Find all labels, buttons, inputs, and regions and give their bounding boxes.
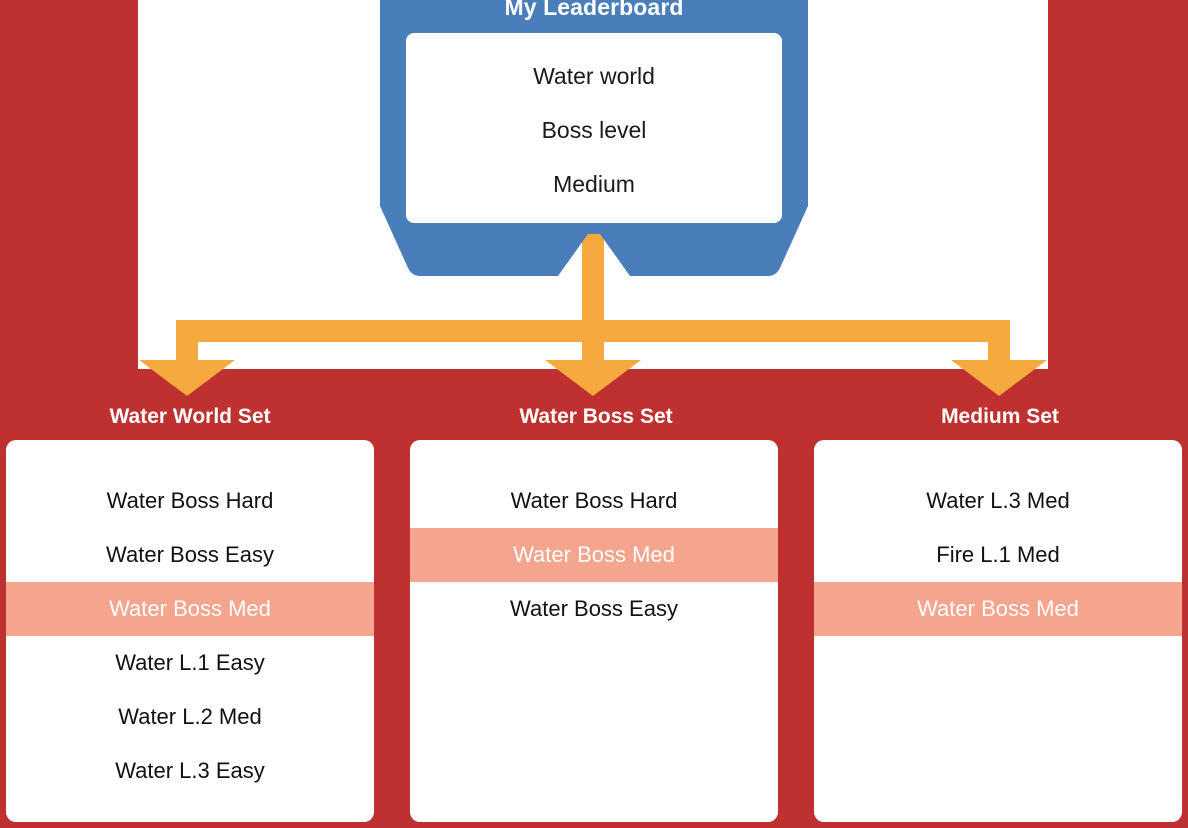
source-field-level: Boss level (541, 117, 647, 143)
list-item[interactable]: Water Boss Easy (510, 596, 678, 621)
set-card-medium[interactable]: Water L.3 Med Fire L.1 Med Water Boss Me… (814, 440, 1182, 822)
source-field-world: Water world (533, 63, 655, 89)
source-node-fields: Water world Boss level Medium (406, 33, 782, 223)
list-item[interactable]: Water L.1 Easy (115, 650, 265, 675)
set-title-water-boss: Water Boss Set (519, 405, 673, 428)
source-node[interactable]: My Leaderboard Water world Boss level Me… (372, 0, 816, 278)
set-card-water-boss[interactable]: Water Boss Hard Water Boss Med Water Bos… (410, 440, 778, 822)
list-item[interactable]: Water L.2 Med (118, 704, 262, 729)
source-field-difficulty: Medium (553, 171, 635, 197)
list-item[interactable]: Water Boss Hard (510, 488, 678, 513)
list-item[interactable]: Water Boss Easy (106, 542, 274, 567)
list-item-highlighted[interactable]: Water Boss Med (6, 582, 374, 636)
list-item-highlighted[interactable]: Water Boss Med (814, 582, 1182, 636)
set-title-water-world: Water World Set (109, 405, 271, 428)
source-node-title: My Leaderboard (504, 0, 684, 20)
list-item-highlighted[interactable]: Water Boss Med (410, 528, 778, 582)
list-item[interactable]: Water L.3 Med (926, 488, 1070, 513)
set-title-medium: Medium Set (941, 405, 1059, 428)
set-card-water-world[interactable]: Water Boss Hard Water Boss Easy Water Bo… (6, 440, 374, 822)
list-item[interactable]: Water Boss Hard (106, 488, 274, 513)
list-item[interactable]: Fire L.1 Med (936, 542, 1060, 567)
list-item[interactable]: Water L.3 Easy (115, 758, 265, 783)
